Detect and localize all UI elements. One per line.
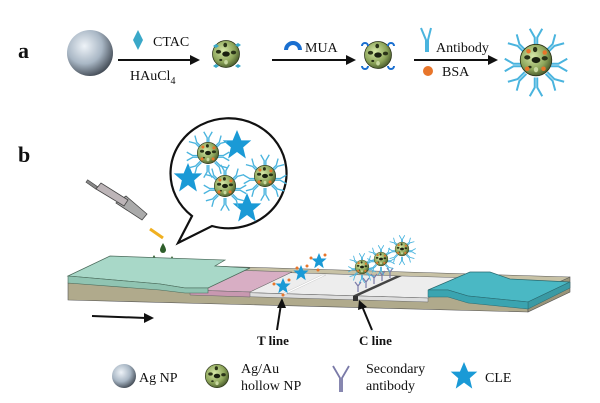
arrow-step-3 [414,55,498,65]
legend-label-cle: CLE [485,371,511,386]
c-line-label: C line [359,333,392,348]
legend-label-secondary-2: antibody [366,379,415,394]
ag-np-sphere-icon [112,364,136,388]
legend-label-hollow-np-2: hollow NP [241,379,302,394]
pipette [85,179,164,240]
arrow-step-2 [272,55,356,65]
c-line-strip [352,276,402,296]
t-line-strip [281,274,327,295]
panel-a-label: a [18,38,29,63]
panel-b: b [18,117,571,348]
bsa-dot-icon [423,66,433,76]
droplet [160,243,166,253]
antibody-icon [420,27,432,52]
antibody-label: Antibody [436,41,489,56]
ag-np-sphere [67,30,113,76]
panel-b-label: b [18,142,30,167]
legend-label-hollow-np-1: Ag/Au [241,362,279,377]
ag-au-hollow-np-icon [204,363,230,389]
antibody-conjugated-np [505,29,568,97]
c-line-captured-np [348,235,416,292]
secondary-antibody-icon [332,365,350,392]
mua-arc-icon [284,41,302,51]
legend-label-ag-np: Ag NP [139,371,178,386]
legend-item-cle: CLE [450,362,511,389]
hollow-np-ctac [212,40,241,68]
legend-item-ag-np: Ag NP [112,364,178,388]
t-line-captured-cle [272,253,327,297]
c-line-pointer [358,300,373,331]
ctac-diamond-icon [133,30,143,50]
legend-label-secondary-1: Secondary [366,362,425,377]
t-line-pointer [276,298,286,331]
sample-bubble [169,117,288,246]
test-strip [66,235,571,313]
legend-item-secondary-antibody: Secondary antibody [332,362,425,394]
flow-direction-arrow [91,313,154,323]
panel-a: a CTAC HAuCl4 MUA [18,27,568,97]
bsa-label: BSA [442,65,470,80]
ctac-label: CTAC [153,35,189,50]
arrow-step-1 [118,55,200,65]
hollow-np-mua [361,41,395,70]
t-line-label: T line [257,333,289,348]
haucl4-label: HAuCl4 [130,69,175,87]
legend: Ag NP Ag/Au hollow NP Secondary antibody… [112,362,511,394]
star-icon [450,362,478,389]
mua-label: MUA [305,41,339,56]
legend-item-hollow-np: Ag/Au hollow NP [204,362,302,394]
